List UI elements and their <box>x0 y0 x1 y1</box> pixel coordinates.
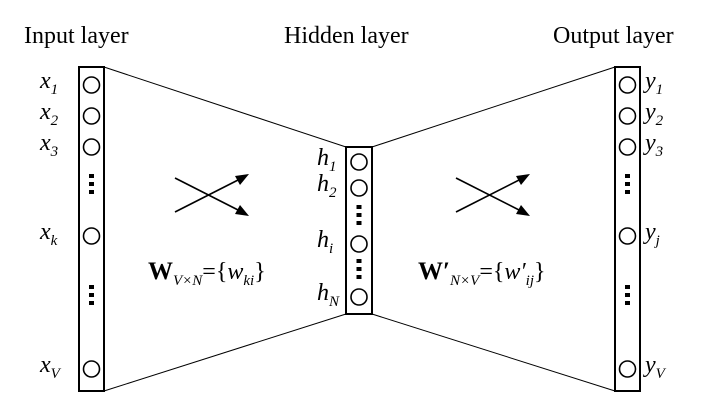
ellipsis-dot <box>356 213 362 217</box>
ellipsis-dot <box>356 275 362 279</box>
input-label-xk: xk <box>39 219 58 249</box>
hidden-label-hi: hi <box>317 227 333 257</box>
ellipsis-dot <box>625 190 630 194</box>
ellipsis-dot <box>89 301 94 305</box>
output-node-circle <box>618 107 637 125</box>
input-ellipsis-dots <box>89 174 94 305</box>
hidden-label-h2: h2 <box>317 171 337 201</box>
arrow-up-right <box>455 177 524 213</box>
input-label-x2: x2 <box>39 99 59 129</box>
output-label-y2: y2 <box>643 99 664 129</box>
input-label-x1: x1 <box>39 68 58 98</box>
crossing-arrows-left <box>174 177 243 213</box>
weight-matrix-input-hidden: WV×N={wki} <box>148 258 266 289</box>
hidden-label-h1: h1 <box>317 145 337 175</box>
output-label-yj: yj <box>643 219 660 249</box>
hidden-ellipsis-dots <box>356 205 362 279</box>
hidden-node-circle <box>350 179 368 197</box>
ellipsis-dot <box>625 301 630 305</box>
ellipsis-dot <box>89 285 94 289</box>
input-node-circle <box>82 138 101 156</box>
input-layer-box <box>78 66 105 392</box>
ellipsis-dot <box>356 221 362 225</box>
ellipsis-dot <box>356 267 362 271</box>
ellipsis-dot <box>89 174 94 178</box>
hidden-output-bottom-line <box>371 313 616 392</box>
arrowhead-icon <box>235 205 249 216</box>
ellipsis-dot <box>356 205 362 209</box>
arrowhead-icon <box>516 174 530 185</box>
connection-lines <box>103 66 616 392</box>
ellipsis-dot <box>89 190 94 194</box>
crossing-arrowheads-right <box>516 174 530 216</box>
crossing-arrowheads-left <box>235 174 249 216</box>
input-node-circle <box>82 227 101 245</box>
hidden-layer-title: Hidden layer <box>284 23 409 49</box>
output-label-y1: y1 <box>643 68 663 98</box>
output-ellipsis-dots <box>625 174 630 305</box>
input-node-circle <box>82 360 101 378</box>
hidden-node-circle <box>350 235 368 253</box>
input-label-x3: x3 <box>39 130 58 160</box>
crossing-arrows-right <box>455 177 524 213</box>
output-layer-box <box>614 66 641 392</box>
output-node-circle <box>618 227 637 245</box>
ellipsis-dot <box>625 174 630 178</box>
ellipsis-dot <box>625 293 630 297</box>
output-layer-title: Output layer <box>553 23 674 49</box>
input-node-circle <box>82 76 101 94</box>
output-label-y3: y3 <box>643 130 663 160</box>
arrowhead-icon <box>235 174 249 185</box>
hidden-output-top-line <box>371 66 616 148</box>
output-node-circles <box>618 76 637 378</box>
hidden-node-circle <box>350 288 368 306</box>
input-layer-title: Input layer <box>24 23 129 49</box>
ellipsis-dot <box>89 182 94 186</box>
arrow-up-right <box>174 177 243 213</box>
output-node-circle <box>618 138 637 156</box>
input-node-circle <box>82 107 101 125</box>
hidden-node-circles <box>350 153 368 306</box>
ellipsis-dot <box>625 182 630 186</box>
ellipsis-dot <box>356 259 362 263</box>
input-hidden-bottom-line <box>103 313 347 392</box>
output-node-circle <box>618 360 637 378</box>
hidden-layer-box <box>345 146 373 315</box>
output-node-circle <box>618 76 637 94</box>
input-hidden-top-line <box>103 66 347 148</box>
hidden-label-hN: hN <box>317 280 340 310</box>
output-label-yV: yV <box>643 352 667 382</box>
input-label-xV: xV <box>39 352 62 382</box>
ellipsis-dot <box>89 293 94 297</box>
arrowhead-icon <box>516 205 530 216</box>
input-node-circles <box>82 76 101 378</box>
weight-matrix-hidden-output: W′N×V={w′ij} <box>418 258 546 289</box>
ellipsis-dot <box>625 285 630 289</box>
hidden-node-circle <box>350 153 368 171</box>
